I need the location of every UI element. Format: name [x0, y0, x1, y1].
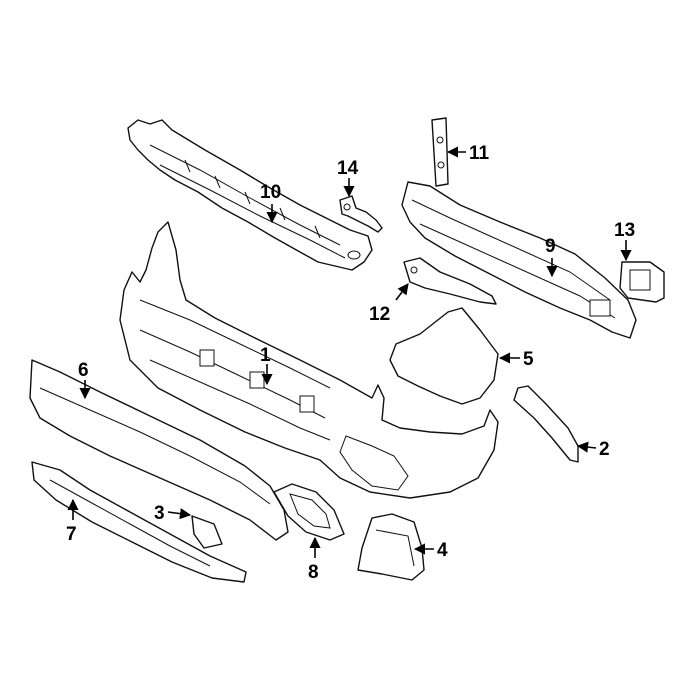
callout-2: 2 [599, 439, 610, 460]
part-11-vertical-bracket [431, 117, 449, 187]
callout-10: 10 [260, 182, 281, 203]
part-9-reinforcement-beam [401, 181, 637, 339]
callout-11: 11 [469, 143, 490, 164]
callout-labels: 1 2 3 4 5 6 7 8 9 10 11 12 13 14 [66, 143, 635, 583]
part-5-end-cover [389, 307, 499, 405]
callout-8: 8 [308, 562, 319, 583]
callout-6: 6 [78, 360, 89, 381]
part-12-side-bracket [403, 257, 497, 305]
callout-12: 12 [369, 304, 390, 325]
leaders [67, 146, 632, 558]
part-8-fog-lamp-bezel [273, 483, 345, 541]
callout-3: 3 [154, 503, 165, 524]
part-14-bracket [339, 195, 383, 233]
callout-7: 7 [66, 524, 77, 545]
callout-1: 1 [260, 345, 271, 366]
callout-4: 4 [437, 540, 448, 561]
leader-3 [167, 508, 192, 520]
callout-5: 5 [523, 349, 534, 370]
callout-14: 14 [337, 158, 359, 179]
part-3-clip [191, 515, 223, 549]
part-4-corner-bracket [357, 513, 425, 581]
callout-9: 9 [545, 236, 556, 257]
part-6-lower-valance [29, 359, 289, 541]
leader-12 [395, 283, 409, 301]
leader-2 [576, 441, 597, 453]
part-1-bumper-cover [119, 221, 499, 499]
part-10-upper-absorber [127, 119, 373, 271]
callout-13: 13 [614, 220, 635, 241]
part-13-end-bracket [619, 261, 665, 303]
part-2-side-bracket [513, 385, 579, 463]
